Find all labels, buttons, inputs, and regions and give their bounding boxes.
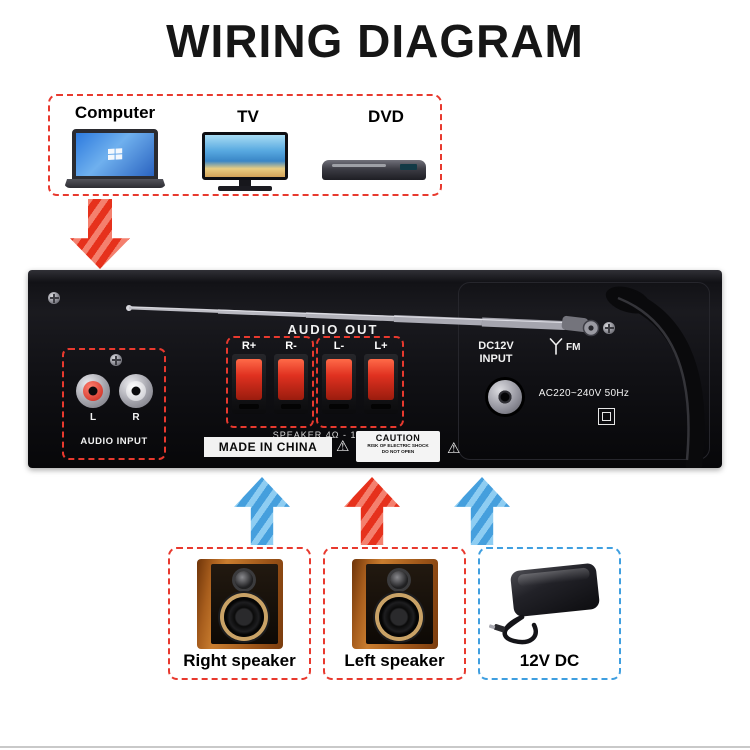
sources-group-box: Computer TV DVD [48, 94, 442, 196]
right-speaker-label: Right speaker [183, 651, 296, 670]
audio-input-label: AUDIO INPUT [80, 436, 148, 447]
speaker-terminal-icon [322, 354, 356, 414]
terminal-labels: L- L+ [330, 340, 390, 352]
windows-logo-icon [107, 148, 122, 160]
speaker-terminal-icon [232, 354, 266, 414]
speaker-terminal-pair-right: R+ R- [226, 336, 314, 428]
laptop-base [64, 179, 166, 188]
left-speaker-icon [351, 559, 438, 649]
woofer-icon [379, 597, 419, 637]
dc-input-line2: INPUT [479, 353, 513, 365]
dc-adapter-box: 12V DC [478, 547, 621, 680]
tv-stand [218, 186, 272, 191]
tv-neck [239, 180, 251, 186]
screw-icon [603, 322, 615, 334]
screw-icon [48, 292, 60, 304]
dc-input-label: DC12V INPUT [458, 340, 534, 366]
channel-r-label: R [132, 412, 140, 423]
dvd-player-icon [322, 160, 426, 180]
speaker-terminal-pair-left: L- L+ [316, 336, 404, 428]
tv-label: TV [237, 107, 259, 126]
rca-jack-right-icon [119, 374, 153, 408]
panel-seam [458, 282, 710, 460]
screw-icon [110, 354, 122, 366]
arrow-down-sources-to-amp-icon [70, 199, 130, 269]
dc-input-line1: DC12V [478, 340, 514, 352]
arrow-up-right-speaker-icon [234, 477, 290, 545]
terminal-label-l-plus: L+ [374, 340, 388, 352]
terminal-label-r-plus: R+ [241, 340, 257, 352]
dc-jack-icon [488, 380, 522, 414]
right-speaker-icon [196, 559, 283, 649]
caution-line2: DO NOT OPEN [381, 448, 415, 454]
right-speaker-box: Right speaker [168, 547, 311, 680]
terminal-label-l-minus: L- [333, 340, 345, 352]
amplifier-rear-panel: AUDIO OUT R+ R- L- L+ SPEAKER 4Ω - 16Ω M… [28, 270, 722, 468]
antenna-icon [126, 305, 600, 337]
rca-jack-left-icon [76, 374, 110, 408]
dvd-player-body [322, 160, 426, 180]
left-speaker-box: Left speaker [323, 547, 466, 680]
woofer-icon [224, 597, 264, 637]
double-insulation-icon [598, 408, 615, 425]
audio-out-label: AUDIO OUT [287, 322, 379, 337]
speaker-terminal-icon [274, 354, 308, 414]
computer-label: Computer [74, 103, 156, 122]
tv-screen [202, 132, 288, 180]
power-adapter-icon [488, 555, 612, 651]
tweeter-icon [390, 571, 408, 589]
terminal-labels: R+ R- [240, 340, 300, 352]
caution-line1: RISK OF ELECTRIC SHOCK [367, 443, 429, 449]
made-in-china-label: MADE IN CHINA [204, 437, 332, 457]
fm-antenna-icon [549, 338, 563, 355]
warning-icon: ⚠ [447, 440, 461, 457]
fm-label: FM [566, 342, 581, 353]
laptop-icon [64, 129, 166, 188]
tweeter-icon [235, 571, 253, 589]
caution-title: CAUTION [375, 433, 421, 443]
power-spec-label: AC220~240V 50Hz [538, 388, 630, 399]
laptop-screen [72, 129, 158, 179]
page-title: WIRING DIAGRAM [166, 15, 584, 67]
bottom-divider [0, 746, 750, 748]
warning-icon: ⚠ [336, 438, 350, 455]
speaker-terminal-icon [364, 354, 398, 414]
arrow-up-dc-adapter-icon [454, 477, 510, 545]
audio-input-group-box: L R AUDIO INPUT [62, 348, 166, 460]
channel-l-label: L [89, 412, 97, 423]
power-cord-icon [605, 286, 705, 468]
adapter-cable-icon [488, 614, 538, 645]
left-speaker-label: Left speaker [344, 651, 445, 670]
terminal-label-r-minus: R- [285, 340, 297, 352]
speaker-spec-label: SPEAKER 4Ω - 16Ω [272, 430, 371, 440]
dc-adapter-label: 12V DC [519, 651, 580, 670]
caution-label: CAUTION RISK OF ELECTRIC SHOCK DO NOT OP… [356, 431, 440, 462]
arrow-up-left-speaker-icon [344, 477, 400, 545]
dvd-label: DVD [368, 107, 404, 126]
tv-icon [202, 132, 288, 191]
